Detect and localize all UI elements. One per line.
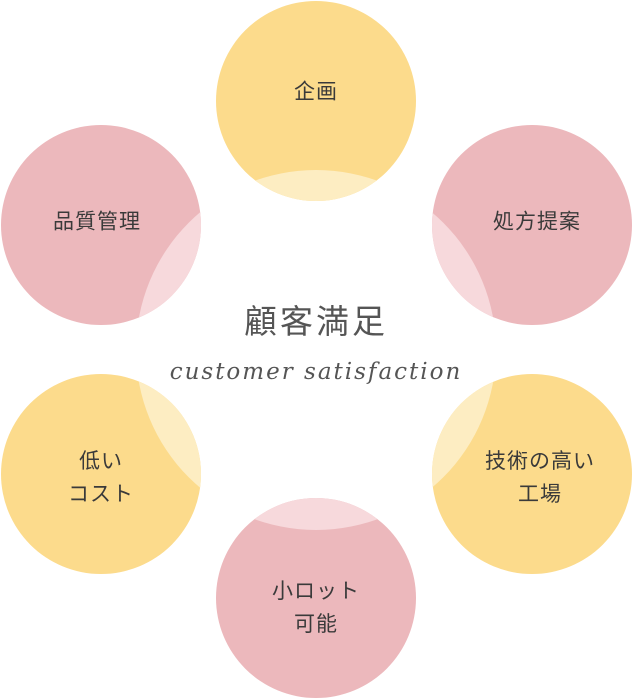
node-factory-circle [432,374,632,574]
node-small-lot-line-2: 可能 [294,612,338,636]
node-prescription-label: 処方提案 [493,206,581,239]
node-low-cost-line-1: 低い [79,449,123,473]
node-small-lot-fill [216,498,416,698]
center-subtitle: customer satisfaction [169,359,463,385]
node-planning-line-1: 企画 [294,79,338,104]
node-planning-circle [216,1,416,201]
node-factory-line-1: 技術の高い [485,449,595,473]
node-prescription-line-1: 処方提案 [493,209,581,234]
node-planning-label: 企画 [294,76,338,109]
node-small-lot-line-1: 小ロット [272,579,360,603]
node-low-cost-line-2: コスト [68,482,134,506]
node-prescription-circle [432,125,632,325]
center-title: 顧客満足 [244,302,388,341]
node-factory-line-2: 工場 [518,482,562,506]
node-quality-circle [1,125,201,325]
node-small-lot-circle [216,498,416,698]
node-low-cost-fill [1,374,201,574]
node-quality-fill [1,125,201,325]
node-low-cost-label: 低い コスト [68,445,134,511]
node-small-lot-label: 小ロット 可能 [272,575,360,641]
node-low-cost-circle [1,374,201,574]
node-planning-fill [216,1,416,201]
node-prescription-fill [432,125,632,325]
node-factory-label: 技術の高い 工場 [485,445,595,511]
node-quality-line-1: 品質管理 [53,209,141,234]
node-quality-label: 品質管理 [53,206,141,239]
node-factory-fill [432,374,632,574]
